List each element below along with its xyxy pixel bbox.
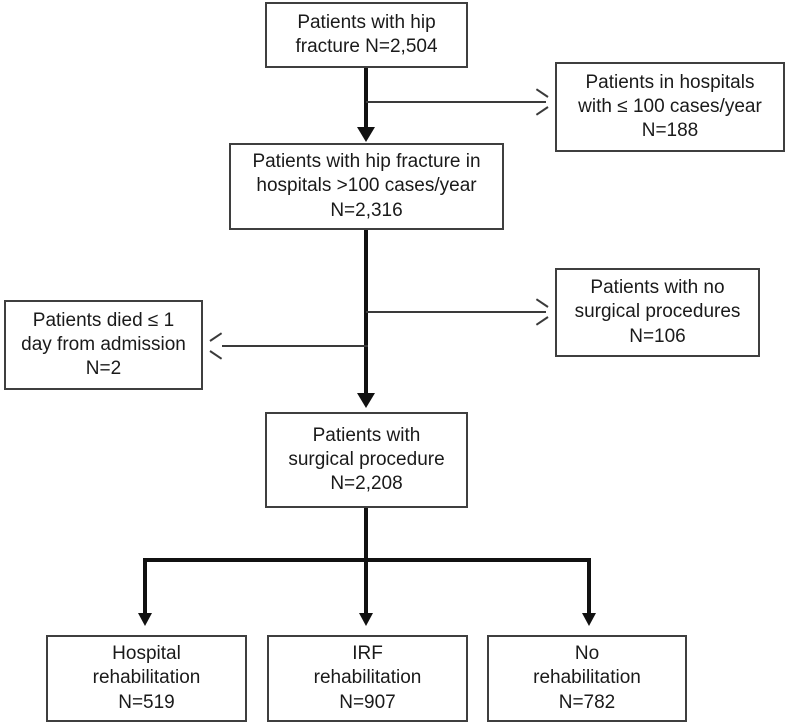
node-outcome-hospital-rehab: Hospital rehabilitation N=519 xyxy=(46,635,247,722)
connector-total-to-excluded-low-volume-arrowhead xyxy=(534,93,548,111)
node-cohort-total: Patients with hip fracture N=2,504 xyxy=(265,2,468,68)
connector-surgical-to-no-rehab-arrowhead xyxy=(582,613,596,626)
connector-high-volume-to-excluded-no-surgery-line xyxy=(366,311,546,313)
node-excluded-no-surgery: Patients with no surgical procedures N=1… xyxy=(555,268,760,357)
connector-surgical-to-no-rehab-line xyxy=(587,558,591,616)
node-cohort-surgical-label: Patients with surgical procedure N=2,208 xyxy=(288,424,445,495)
node-outcome-hospital-rehab-label: Hospital rehabilitation N=519 xyxy=(92,643,201,713)
node-cohort-high-volume-hospitals-label: Patients with hip fracture in hospitals … xyxy=(252,151,481,221)
connector-surgical-to-hospital-rehab-line xyxy=(143,558,147,616)
node-excluded-early-death: Patients died ≤ 1 day from admission N=2 xyxy=(4,300,203,390)
connector-high-volume-to-excluded-early-death-arrowhead xyxy=(210,337,224,355)
node-excluded-early-death-label: Patients died ≤ 1 day from admission N=2 xyxy=(21,309,186,380)
node-excluded-low-volume-hospitals-label: Patients in hospitals with ≤ 100 cases/y… xyxy=(578,71,762,142)
node-outcome-no-rehab-label: No rehabilitation N=782 xyxy=(533,643,641,713)
connector-surgical-to-hospital-rehab-arrowhead xyxy=(138,613,152,626)
connector-total-to-high-volume-arrowhead xyxy=(357,127,375,142)
node-outcome-irf-rehab-label: IRF rehabilitation N=907 xyxy=(313,643,422,713)
connector-high-volume-to-excluded-early-death-line xyxy=(222,345,368,347)
node-outcome-no-rehab: No rehabilitation N=782 xyxy=(487,635,687,722)
connector-total-to-excluded-low-volume-line xyxy=(366,101,546,103)
node-excluded-low-volume-hospitals: Patients in hospitals with ≤ 100 cases/y… xyxy=(555,62,785,152)
connector-surgical-to-irf-rehab-line xyxy=(364,558,368,616)
connector-high-volume-to-excluded-no-surgery-arrowhead xyxy=(534,303,548,321)
node-cohort-total-label: Patients with hip fracture N=2,504 xyxy=(295,11,438,57)
connector-high-volume-to-surgical-line xyxy=(364,230,368,396)
connector-surgical-split-stem xyxy=(364,508,368,562)
connector-total-to-high-volume-line xyxy=(364,68,368,130)
node-cohort-surgical: Patients with surgical procedure N=2,208 xyxy=(265,412,468,508)
node-excluded-no-surgery-label: Patients with no surgical procedures N=1… xyxy=(574,277,741,347)
node-cohort-high-volume-hospitals: Patients with hip fracture in hospitals … xyxy=(229,143,504,230)
connector-surgical-to-irf-rehab-arrowhead xyxy=(359,613,373,626)
connector-high-volume-to-surgical-arrowhead xyxy=(357,393,375,408)
node-outcome-irf-rehab: IRF rehabilitation N=907 xyxy=(267,635,468,722)
